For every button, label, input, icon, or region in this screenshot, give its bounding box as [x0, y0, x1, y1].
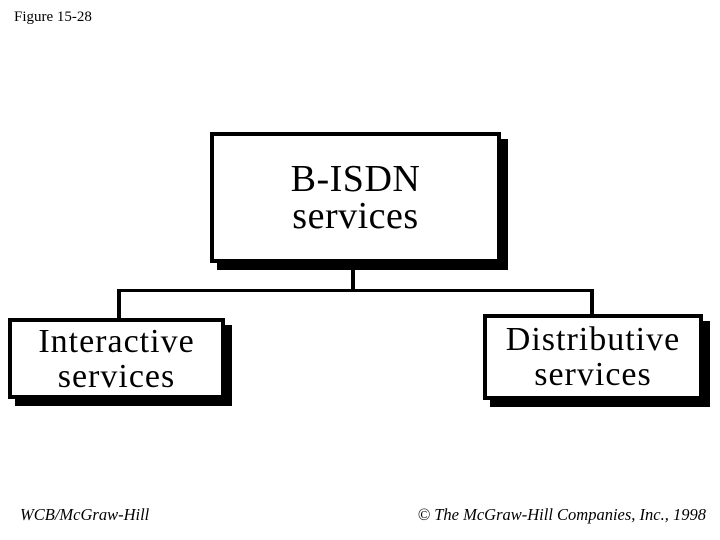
connector-root-stem [351, 263, 355, 290]
connector-left-drop [117, 289, 121, 319]
footer-publisher-credit: WCB/McGraw-Hill [20, 505, 150, 524]
node-distributive-line1: Distributive [505, 321, 681, 358]
node-bisdn-line2: services [292, 194, 419, 237]
node-distributive-services: Distributive services [483, 314, 703, 400]
connector-right-drop [590, 289, 594, 315]
figure-label: Figure 15-28 [14, 9, 92, 25]
node-bisdn-services: B-ISDN services [210, 132, 501, 263]
node-interactive-services: Interactive services [8, 318, 225, 399]
node-interactive-line1: Interactive [38, 322, 195, 360]
node-distributive-line2: services [534, 356, 652, 393]
node-bisdn-line1: B-ISDN [290, 157, 421, 200]
node-interactive-line2: services [57, 357, 176, 395]
footer-copyright-notice: © The McGraw-Hill Companies, Inc., 1998 [417, 505, 706, 524]
connector-horizontal-bar [117, 289, 594, 292]
